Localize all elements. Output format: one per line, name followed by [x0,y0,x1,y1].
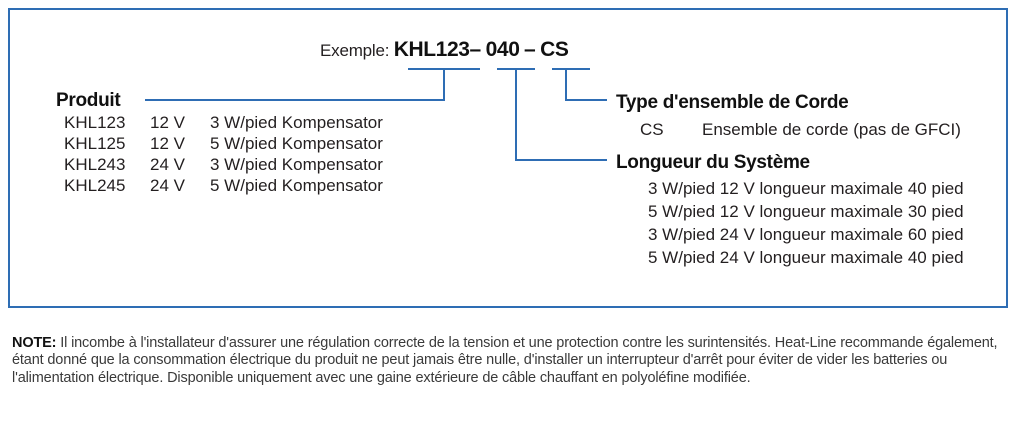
product-voltage: 24 V [150,154,185,174]
example-code-cordset: CS [540,38,569,61]
product-description: 3 W/pied Kompensator [210,112,383,132]
note-label: NOTE: [12,334,57,351]
bracket-stem-product [443,68,445,80]
product-code: KHL125 [64,133,126,153]
list-item: 5 W/pied 24 V longueur maximale 40 pied [648,248,964,267]
product-voltage: 12 V [150,133,185,153]
product-description: 5 W/pied Kompensator [210,175,383,195]
table-row: KHL125 12 V 5 W/pied Kompensator [64,133,383,154]
product-code: KHL243 [64,154,126,174]
table-row: KHL245 24 V 5 W/pied Kompensator [64,175,383,196]
leader-length-horizontal [515,159,607,161]
leader-product-vertical [443,80,445,101]
cordset-abbr: CS [640,119,664,139]
list-item: 3 W/pied 12 V longueur maximale 40 pied [648,179,964,198]
list-item: 3 W/pied 24 V longueur maximale 60 pied [648,225,964,244]
product-code: KHL123 [64,112,126,132]
product-description: 3 W/pied Kompensator [210,154,383,174]
system-length-list: 3 W/pied 12 V longueur maximale 40 pied … [648,177,964,269]
table-row: CS Ensemble de corde (pas de GFCI) [640,119,961,140]
bracket-cordset [552,68,590,70]
section-title-product: Produit [56,90,121,111]
example-label: Exemple: [320,41,390,60]
table-row: KHL243 24 V 3 W/pied Kompensator [64,154,383,175]
list-item: 5 W/pied 12 V longueur maximale 30 pied [648,202,964,221]
bracket-stem-length [515,68,517,80]
note-text: Il incombe à l'installateur d'assurer un… [12,334,998,386]
section-title-cordset: Type d'ensemble de Corde [616,92,849,113]
leader-product-horizontal [145,99,445,101]
leader-length-vertical [515,80,517,161]
table-row: KHL123 12 V 3 W/pied Kompensator [64,112,383,133]
diagram-frame [8,8,1008,308]
example-dash-1: – [469,38,482,61]
section-title-system-length: Longueur du Système [616,152,810,173]
example-code-row: Exemple: KHL123– 040 – CS [320,38,569,62]
product-voltage: 24 V [150,175,185,195]
bracket-stem-cordset [565,68,567,80]
example-code-product: KHL123 [393,38,470,61]
product-table: KHL123 12 V 3 W/pied Kompensator KHL125 … [64,112,383,196]
product-code: KHL245 [64,175,126,195]
product-description: 5 W/pied Kompensator [210,133,383,153]
cordset-table: CS Ensemble de corde (pas de GFCI) [640,119,961,140]
example-dash-2: – [523,38,536,61]
note-paragraph: NOTE: Il incombe à l'installateur d'assu… [12,335,1012,388]
example-code-length: 040 [485,38,520,61]
leader-cordset-vertical [565,80,567,101]
cordset-description: Ensemble de corde (pas de GFCI) [702,119,961,139]
leader-cordset-horizontal [565,99,607,101]
product-voltage: 12 V [150,112,185,132]
